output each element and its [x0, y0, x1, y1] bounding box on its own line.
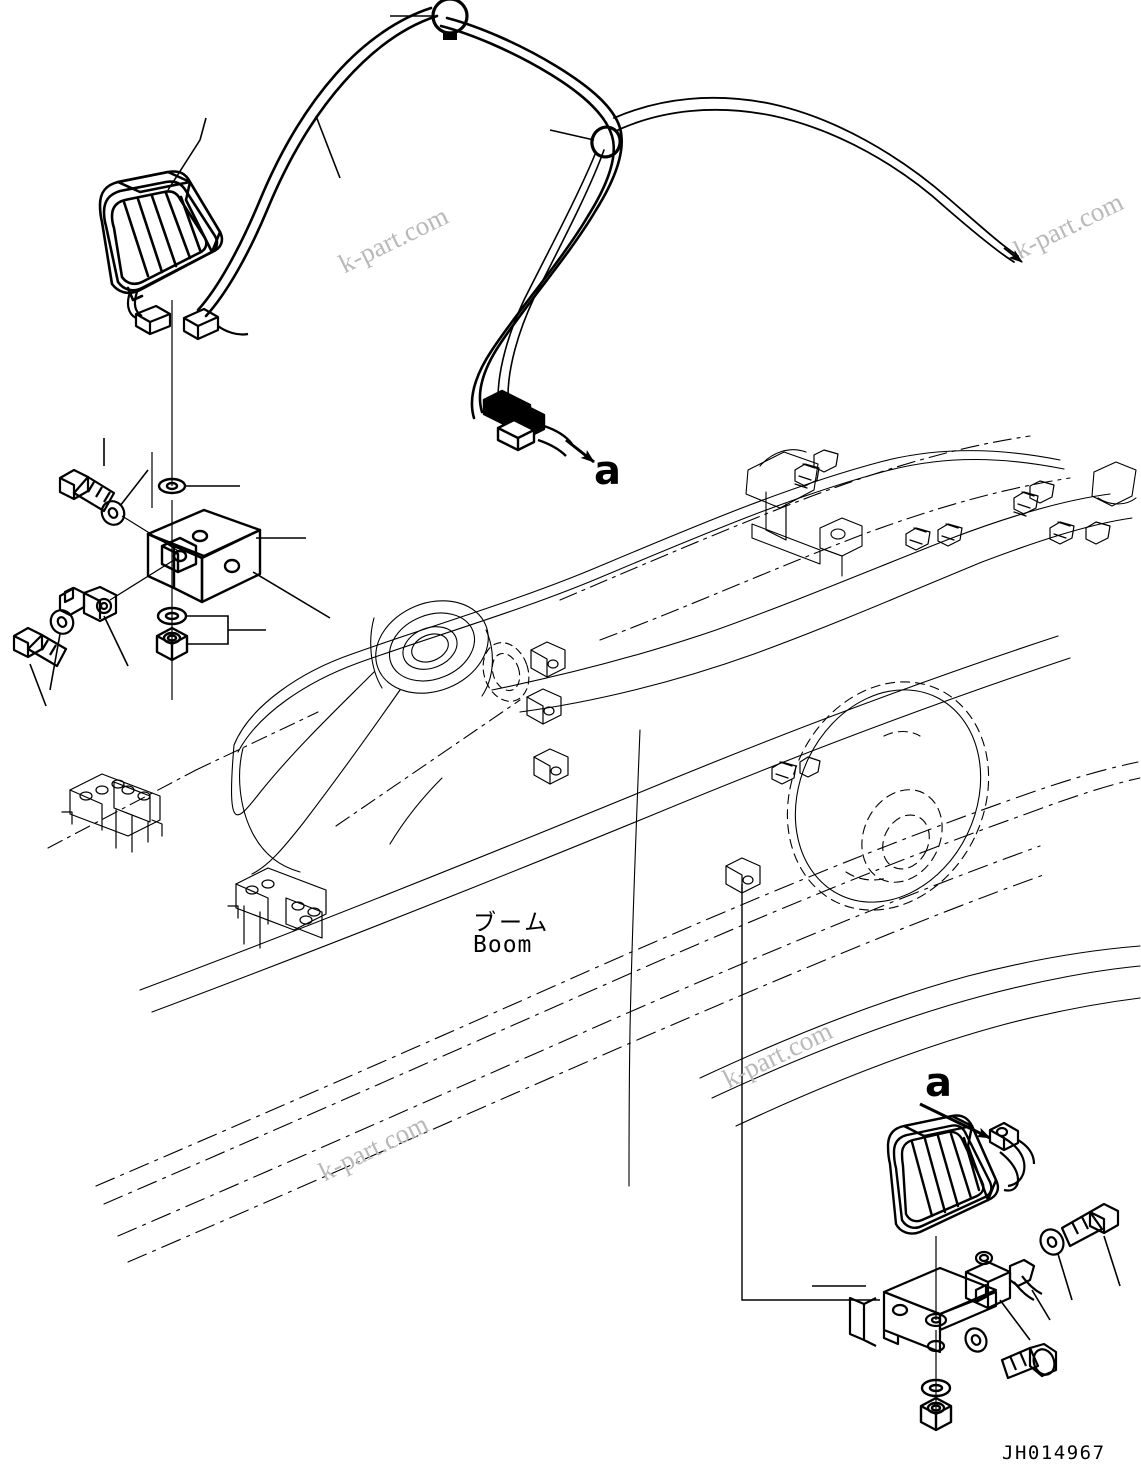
wiring-harness	[196, 6, 624, 420]
harness-connector	[482, 389, 573, 457]
washer-lower-2	[964, 1327, 988, 1353]
washer-upper-3	[49, 609, 75, 635]
drawing-number: JH014967	[1002, 1442, 1106, 1464]
clamp-block-upper	[58, 585, 118, 623]
clamp-block-lower	[964, 1250, 1043, 1310]
harness-clamp-ring-2	[590, 125, 622, 159]
bolt-upper-1	[58, 468, 116, 513]
callout-label-lower: a	[925, 1060, 952, 1106]
bolt-upper-2	[12, 626, 68, 668]
mount-bracket-lower	[848, 1266, 998, 1354]
bolt-lower-2	[1000, 1342, 1058, 1380]
section-label-english: Boom	[473, 932, 533, 958]
section-label-japanese: ブーム	[473, 910, 551, 936]
callout-label-upper: a	[594, 448, 621, 494]
work-lamp-lower	[886, 1114, 1000, 1235]
washer-upper-1	[100, 500, 126, 526]
work-lamp-upper	[98, 170, 224, 302]
nut-upper	[155, 626, 189, 662]
washer-lower-1	[1039, 1228, 1065, 1256]
mount-bracket-upper	[146, 508, 262, 604]
nut-lower	[919, 1396, 953, 1432]
washer-lower-3	[920, 1378, 952, 1398]
bolt-lower-1	[1060, 1202, 1120, 1248]
washer-upper-2	[157, 477, 187, 495]
